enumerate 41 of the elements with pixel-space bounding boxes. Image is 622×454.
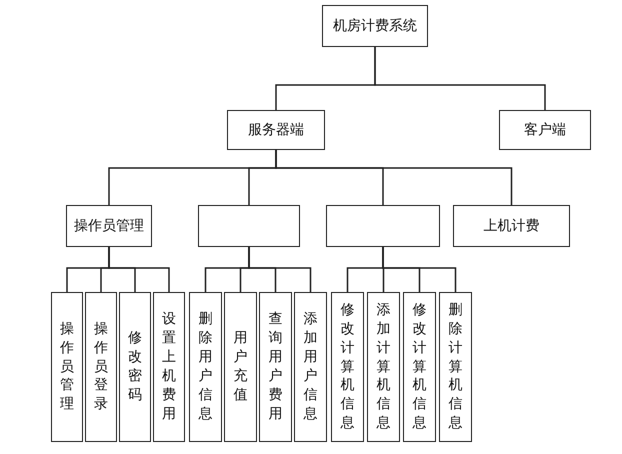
function-box [367, 292, 400, 442]
node-label: 添加计算机信息 [376, 300, 390, 434]
node-label: 用户充值 [234, 329, 248, 405]
function-box [51, 292, 83, 442]
module-box [499, 110, 591, 150]
function-box [439, 292, 472, 442]
node-label: 修改计算机信息 [412, 300, 426, 434]
node-label: 删除用户信息 [198, 310, 212, 424]
connector-line [108, 247, 170, 292]
node-label: 操作员管理 [74, 217, 144, 235]
node-label: 修改密码 [128, 329, 142, 405]
function-box [224, 292, 257, 442]
empty-box [198, 205, 300, 247]
node-label: 修改计算机信息 [340, 300, 354, 434]
node-label: 上机计费 [484, 217, 540, 235]
empty-box [326, 205, 440, 247]
node-label: 机房计费系统 [333, 17, 417, 35]
node-label: 添加用户信息 [304, 310, 318, 424]
connector-line [382, 247, 456, 292]
connector-line [374, 47, 546, 110]
function-box [119, 292, 151, 442]
function-box [259, 292, 292, 442]
module-box [227, 110, 325, 150]
module-box [322, 5, 428, 47]
node-label: 删除计算机信息 [448, 300, 462, 434]
function-box [331, 292, 364, 442]
node-label: 查询用户费用 [268, 310, 282, 424]
function-box [189, 292, 222, 442]
function-box [85, 292, 117, 442]
connector-line [248, 247, 312, 292]
function-box [294, 292, 327, 442]
node-label: 设置上机费用 [162, 310, 176, 424]
function-box [403, 292, 436, 442]
module-box [453, 205, 570, 247]
connector-line [275, 150, 512, 205]
module-box [66, 205, 152, 247]
node-label: 操作员登录 [94, 320, 108, 414]
node-label: 操作员管理 [60, 320, 74, 414]
function-box [153, 292, 185, 442]
node-label: 服务器端 [248, 121, 304, 139]
node-label: 客户端 [524, 121, 566, 139]
